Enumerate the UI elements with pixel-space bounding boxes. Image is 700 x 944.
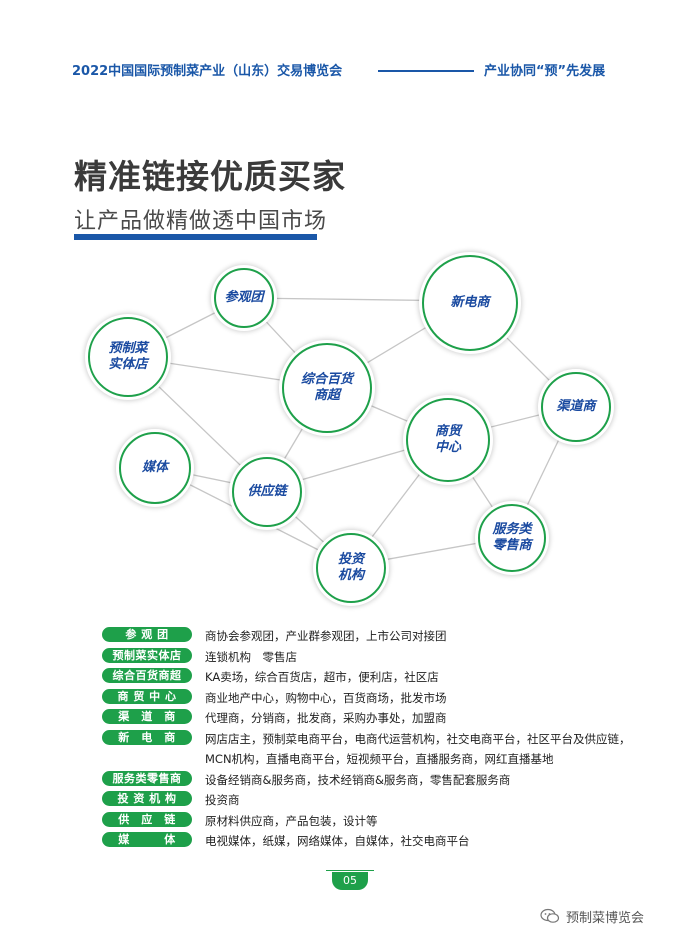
wechat-icon <box>540 908 560 923</box>
watermark-text: 预制菜博览会 <box>566 910 645 926</box>
category-desc: 商协会参观团，产业群参观团，上市公司对接团 <box>205 629 447 643</box>
node-qudao: 渠道商 <box>541 372 611 442</box>
node-meiti: 媒体 <box>119 432 191 504</box>
buyer-category-list: 参 观 团 商协会参观团，产业群参观团，上市公司对接团 预制菜实体店 连锁机构 … <box>102 625 662 851</box>
node-xindianshang: 新电商 <box>422 255 518 351</box>
category-desc: 代理商，分销商，批发商，采购办事处，加盟商 <box>205 711 447 725</box>
category-label: 商 贸 中 心 <box>102 688 192 704</box>
category-desc: 原材料供应商，产品包装，设计等 <box>205 813 378 828</box>
list-item: 参 观 团 商协会参观团，产业群参观团，上市公司对接团 <box>102 625 662 646</box>
category-desc: 网店店主，预制菜电商平台，电商代运营机构，社交电商平台，社区平台及供应链， MC… <box>205 731 631 767</box>
list-item: 新 电 商 网店店主，预制菜电商平台，电商代运营机构，社交电商平台，社区平台及供… <box>102 728 662 769</box>
page-header: 2022中国国际预制菜产业（山东）交易博览会 产业协同“预”先发展 <box>0 58 700 82</box>
node-shangmao: 商贸 中心 <box>406 398 490 482</box>
list-item: 预制菜实体店 连锁机构 零售店 <box>102 646 662 667</box>
category-desc: 投资商 <box>205 793 240 807</box>
page-number: 05 <box>326 870 374 890</box>
page-number-rule <box>326 870 374 871</box>
list-item: 投 资 机 构 投资商 <box>102 789 662 810</box>
node-zonghe: 综合百货 商超 <box>282 343 372 433</box>
category-label: 渠 道 商 <box>102 709 192 724</box>
node-touzi: 投资 机构 <box>316 533 386 603</box>
category-label: 供 应 链 <box>102 811 192 827</box>
category-label: 服务类零售商 <box>102 770 192 786</box>
list-item: 渠 道 商 代理商，分销商，批发商，采购办事处，加盟商 <box>102 707 662 728</box>
category-desc: 电视媒体，纸媒，网络媒体，自媒体，社交电商平台 <box>205 834 470 848</box>
list-item: 商 贸 中 心 商业地产中心，购物中心，百货商场，批发市场 <box>102 687 662 708</box>
page-subtitle: 让产品做精做透中国市场 <box>74 209 328 234</box>
wechat-watermark: 预制菜博览会 <box>540 906 644 926</box>
expo-slogan: 产业协同“预”先发展 <box>484 64 606 79</box>
expo-title: 2022中国国际预制菜产业（山东）交易博览会 <box>72 64 343 79</box>
category-label: 新 电 商 <box>102 729 192 745</box>
list-item: 服务类零售商 设备经销商&服务商，技术经销商&服务商，零售配套服务商 <box>102 769 662 790</box>
node-gongying: 供应链 <box>232 457 302 527</box>
category-desc: 连锁机构 零售店 <box>205 649 297 664</box>
page-title: 精准链接优质买家 <box>74 157 346 196</box>
page-number-badge: 05 <box>332 872 368 890</box>
list-item: 供 应 链 原材料供应商，产品包装，设计等 <box>102 810 662 831</box>
title-underline <box>74 234 317 240</box>
node-fuwu: 服务类 零售商 <box>478 504 546 572</box>
category-label: 媒 体 <box>102 832 192 847</box>
node-yuzhicai: 预制菜 实体店 <box>88 317 168 397</box>
category-label: 投 资 机 构 <box>102 791 192 806</box>
category-desc: 设备经销商&服务商，技术经销商&服务商，零售配套服务商 <box>205 772 511 787</box>
node-canguantuan: 参观团 <box>214 268 274 328</box>
category-label: 参 观 团 <box>102 627 192 642</box>
list-item: 综合百货商超 KA卖场，综合百货店，超市，便利店，社区店 <box>102 666 662 687</box>
category-label: 预制菜实体店 <box>102 647 192 663</box>
header-divider <box>378 70 474 72</box>
category-desc: KA卖场，综合百货店，超市，便利店，社区店 <box>205 670 439 684</box>
category-label: 综合百货商超 <box>102 668 192 683</box>
category-desc: 商业地产中心，购物中心，百货商场，批发市场 <box>205 690 447 705</box>
list-item: 媒 体 电视媒体，纸媒，网络媒体，自媒体，社交电商平台 <box>102 830 662 851</box>
